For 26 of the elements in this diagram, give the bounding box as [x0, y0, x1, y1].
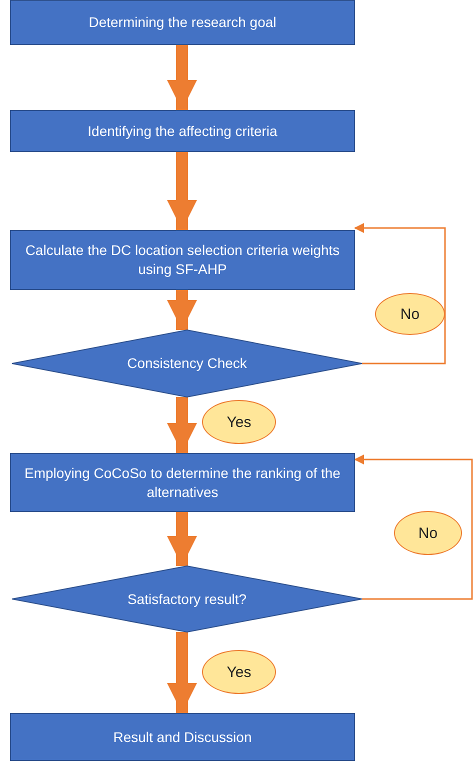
flow-arrow [167, 290, 197, 330]
step-text: Result and Discussion [112, 728, 253, 746]
step-text: Identifying the affecting criteria [86, 122, 278, 140]
process-box [10, 230, 355, 290]
flow-arrow [167, 512, 197, 566]
process-box [10, 453, 355, 512]
feedback-arrow [354, 454, 473, 600]
edge-label: No [394, 511, 462, 555]
process-box [10, 110, 355, 152]
step-text: Calculate the DC location selection criteria weights using SF-AHP [24, 241, 341, 279]
step-text: Employing CoCoSo to determine the ranking of the alternatives [24, 464, 342, 502]
step-text: Determining the research goal [88, 13, 278, 32]
flow-arrow [167, 152, 197, 230]
edge-label: Yes [202, 650, 276, 694]
decision-diamond [12, 330, 362, 397]
flow-arrow [167, 397, 197, 453]
process-box [10, 713, 355, 761]
step-text: Satisfactory result? [126, 590, 248, 608]
feedback-arrow [354, 223, 446, 364]
process-box [10, 0, 355, 45]
flow-arrow [167, 632, 197, 713]
step-text: Consistency Check [126, 354, 248, 373]
edge-label: Yes [202, 400, 276, 444]
decision-diamond [12, 566, 362, 632]
flow-arrow [167, 45, 197, 110]
edge-label: No [375, 293, 445, 335]
